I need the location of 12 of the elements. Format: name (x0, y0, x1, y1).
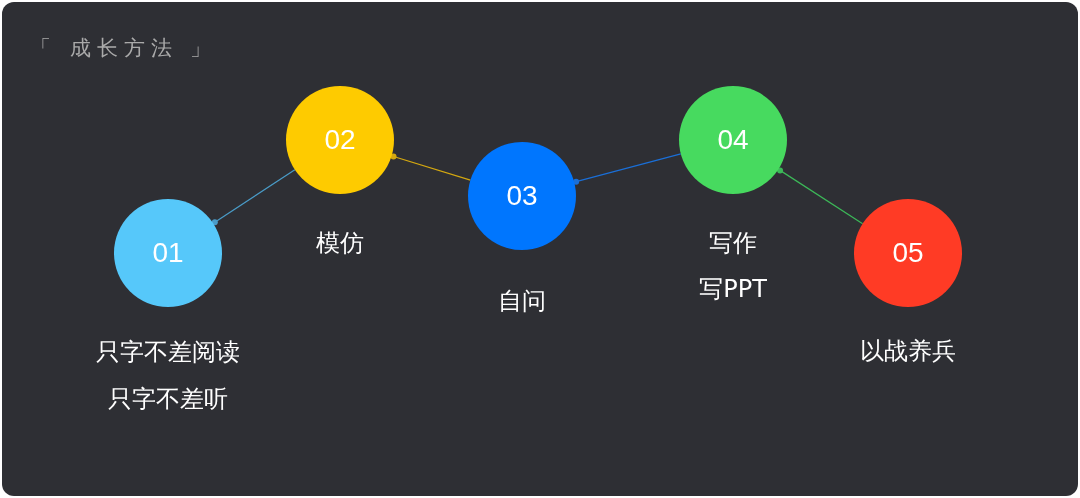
connector-line (573, 153, 682, 185)
step-label: 写PPT (699, 274, 767, 305)
connector-line (390, 153, 471, 181)
step-label: 写作 (709, 228, 757, 259)
step-label: 只字不差阅读 (96, 337, 240, 368)
step-label: 只字不差听 (108, 384, 228, 415)
step-label: 自问 (498, 286, 546, 317)
step-label: 以战养兵 (860, 336, 956, 367)
title: 「 成长方法 」 (30, 35, 218, 62)
connector-line (777, 167, 864, 225)
connector-line (211, 169, 296, 226)
step-label: 模仿 (316, 228, 364, 259)
